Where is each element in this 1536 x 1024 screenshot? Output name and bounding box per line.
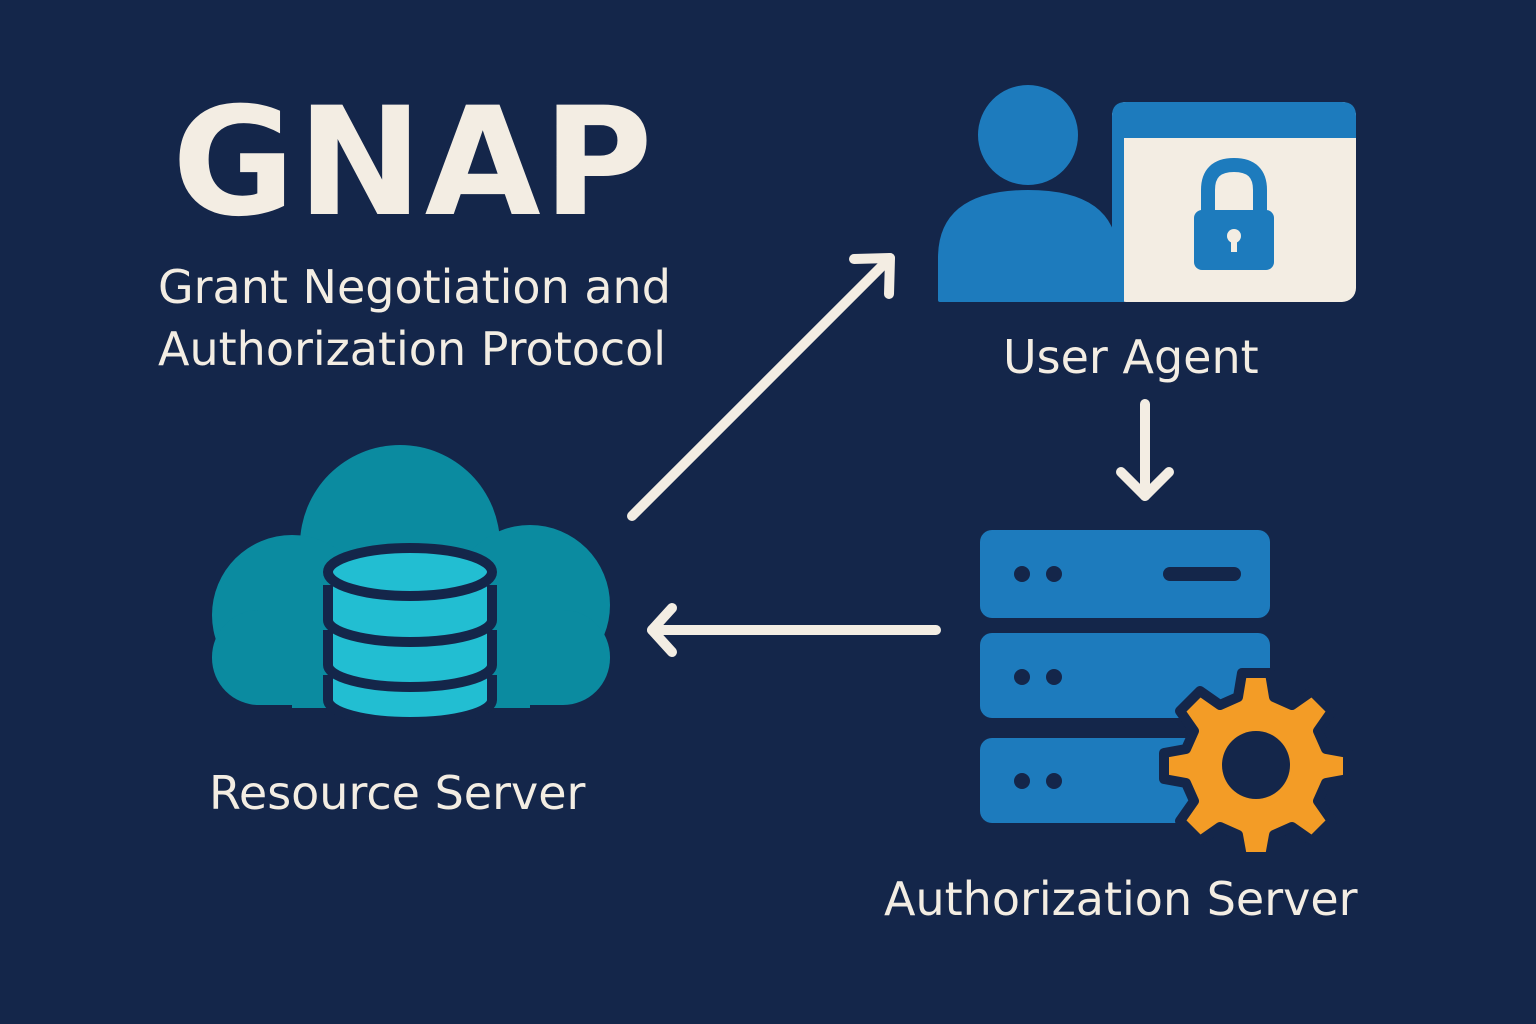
padlock-icon bbox=[1194, 157, 1274, 270]
gear-icon bbox=[1159, 668, 1353, 862]
database-icon bbox=[323, 543, 497, 727]
user-agent-label: User Agent bbox=[1003, 330, 1259, 384]
diagram-subtitle: Grant Negotiation and Authorization Prot… bbox=[158, 256, 758, 380]
authorization-server-label: Authorization Server bbox=[884, 872, 1358, 926]
person-icon bbox=[938, 85, 1118, 302]
arrow-resource-to-user-agent bbox=[627, 253, 895, 521]
arrow-authorization-to-resource bbox=[647, 603, 941, 657]
server-rack-icon bbox=[980, 530, 1270, 823]
browser-window-icon bbox=[1112, 102, 1356, 302]
arrow-user-agent-to-authorization bbox=[1116, 399, 1174, 501]
subtitle-line-2: Authorization Protocol bbox=[158, 322, 667, 376]
resource-server-label: Resource Server bbox=[209, 766, 586, 820]
subtitle-line-1: Grant Negotiation and bbox=[158, 260, 671, 314]
diagram-title: GNAP bbox=[172, 76, 655, 250]
